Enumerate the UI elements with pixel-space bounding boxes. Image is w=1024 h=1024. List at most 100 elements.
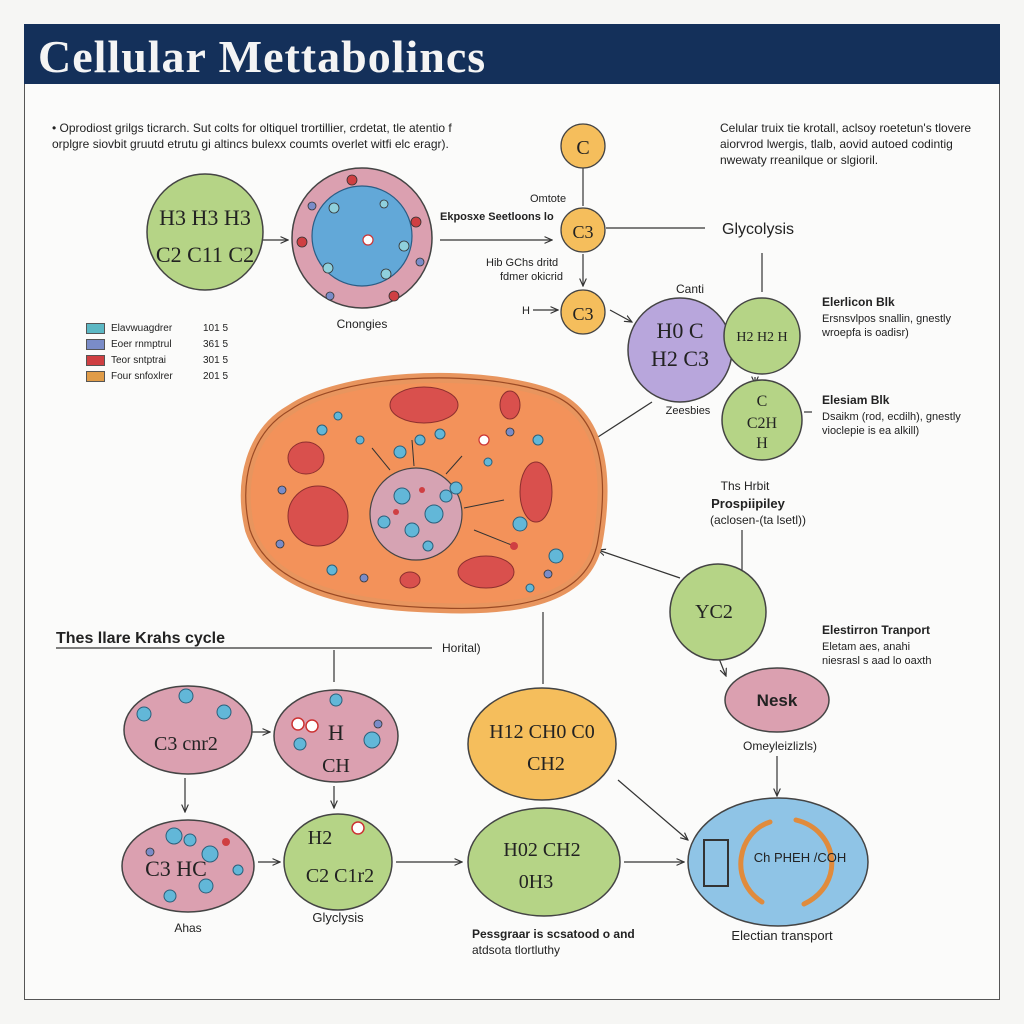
bullet-icon: •	[52, 121, 57, 135]
legend-label: Eoer rnmptrul	[111, 338, 172, 350]
krebs-node-3: C3 HC Ahas	[121, 819, 255, 935]
chain-node	[560, 289, 606, 335]
organelle-dot	[363, 731, 381, 749]
node-formula: H	[756, 435, 768, 452]
organelle-dot	[329, 693, 343, 707]
legend-label: Elavwuagdrer	[111, 322, 173, 334]
connector-lines	[56, 168, 812, 862]
legend-item: Four snfoxlrer 201 5	[86, 368, 228, 384]
note-title: Elesiam Blk	[822, 393, 890, 407]
legend-value: 301 5	[203, 354, 229, 366]
note-line: wroepfa is oadisr)	[821, 327, 909, 339]
chain-side-label: Hib GChs dritd	[486, 257, 558, 269]
chain-label: C3	[572, 222, 593, 242]
krebs-node-4: H2 C2 C1r2 Glyclysis	[283, 813, 393, 925]
node-formula: H2	[308, 827, 332, 849]
organelle-dot	[275, 539, 285, 549]
electron-transport-note: Elestirron Tranport Eletam aes, anahi ni…	[822, 623, 931, 667]
node-label: Nesk	[757, 691, 798, 710]
organelle-dot	[393, 445, 407, 459]
organelle-dot	[198, 878, 214, 894]
electron-note-1: Elerlicon Blk Ersnsvlpos snallin, gnestl…	[821, 295, 952, 339]
mitochondrion	[519, 461, 553, 523]
node-formula: C3 HC	[145, 856, 207, 881]
chain-label: C	[576, 137, 589, 159]
top-right-note: Celular truix tie krotall, aclsoy roetet…	[720, 121, 972, 167]
organelle-dot	[543, 569, 553, 579]
mitochondrion	[399, 571, 421, 589]
note-line: (aclosen-(ta lsetl))	[710, 513, 806, 527]
organelle-dot	[316, 424, 328, 436]
node-formula: H	[328, 720, 344, 745]
organelle-dot	[393, 509, 399, 515]
prospiipiley-note: Ths Hrbit Prospiipiley (aclosen-(ta lset…	[710, 479, 806, 527]
membrane-arc	[793, 817, 835, 907]
note-title: Elerlicon Blk	[822, 295, 895, 309]
arrow-label: Ekposxe Seetloons lo	[440, 211, 554, 223]
legend-value: 361 5	[203, 338, 229, 350]
chain-node	[560, 123, 606, 169]
organelle-dot	[419, 487, 425, 493]
node-caption: Omeyleizlizls)	[743, 739, 817, 753]
connector	[411, 439, 415, 467]
note-title: Prospiipiley	[711, 496, 785, 511]
intro-paragraph: • Oprodiost grilgs ticrarch. Sut colts f…	[52, 120, 452, 152]
nesk-node: Nesk Omeyleizlizls)	[724, 667, 830, 753]
organelle-dot	[377, 515, 391, 529]
node-formula: C3 cnr2	[154, 733, 218, 755]
note-line: vioclepie is ea alkill)	[822, 425, 919, 437]
note-line: Dsaikm (rod, ecdilh), gnestly	[822, 411, 961, 423]
node-formula: YC2	[695, 601, 733, 623]
node-formula: H12 CH0 C0	[489, 721, 595, 743]
organelle-dot	[548, 548, 564, 564]
title-banner	[24, 24, 1000, 84]
arrow	[609, 309, 632, 322]
green-node-small: H2 H2 H	[723, 297, 801, 375]
organelle-dot	[512, 516, 528, 532]
krebs-node-1: C3 cnr2	[123, 685, 253, 775]
organelle-dot	[333, 411, 343, 421]
node-formula: Ch PHEH /COH	[754, 850, 846, 865]
legend-item: Eoer rnmptrul 361 5	[86, 336, 228, 352]
note-title: Elestirron Tranport	[822, 623, 930, 637]
organelle-dot	[178, 688, 194, 704]
mitochondrion	[457, 555, 515, 589]
legend-item: Teor sntptrai 301 5	[86, 352, 228, 368]
purple-node: Canti H0 C H2 C3 Zeesbies	[627, 282, 733, 417]
green-node-bottom: H02 CH2 0H3 Pessgraar is scsatood o and …	[467, 807, 635, 957]
organelle-dot	[293, 737, 307, 751]
krebs-node-2: H CH	[273, 689, 399, 783]
organelle-dot	[373, 719, 383, 729]
organelle-dot	[355, 435, 365, 445]
chain-side-label: fdmer okicrid	[500, 271, 563, 283]
node-caption: Electian transport	[731, 928, 833, 943]
node-formula: C2H	[747, 415, 778, 432]
organelle-dot	[439, 489, 453, 503]
mitochondrion	[287, 441, 325, 475]
node-formula: CH	[322, 755, 350, 777]
node-caption: Zeesbies	[666, 405, 711, 417]
legend-item: Elavwuagdrer 101 5	[86, 320, 228, 336]
connector	[463, 499, 505, 509]
legend-label: Teor sntptrai	[111, 354, 167, 366]
formula-node-top-left: H3 H3 H3 C2 C11 C2	[146, 173, 264, 291]
node-caption: Ahas	[174, 921, 201, 935]
horital-label: Horital)	[442, 641, 481, 655]
organelle-dot	[326, 564, 338, 576]
page-title: Cellular Mettabolincs	[38, 31, 487, 82]
node-formula: C	[757, 393, 768, 410]
arrow	[617, 779, 688, 840]
legend-label: Four snfoxlrer	[111, 370, 173, 382]
organelle-dot	[183, 833, 197, 847]
note-line: Ersnsvlpos snallin, gnestly	[822, 313, 952, 325]
organelle-dot	[136, 706, 152, 722]
organelle-dot	[359, 573, 369, 583]
nucleus	[369, 467, 463, 561]
organelle-dot	[165, 827, 183, 845]
organelle-dot	[145, 847, 155, 857]
organelle-dot	[232, 864, 244, 876]
organelle-dot	[291, 717, 305, 731]
chain-h-label: H	[522, 305, 530, 317]
legend-swatch	[86, 322, 105, 334]
